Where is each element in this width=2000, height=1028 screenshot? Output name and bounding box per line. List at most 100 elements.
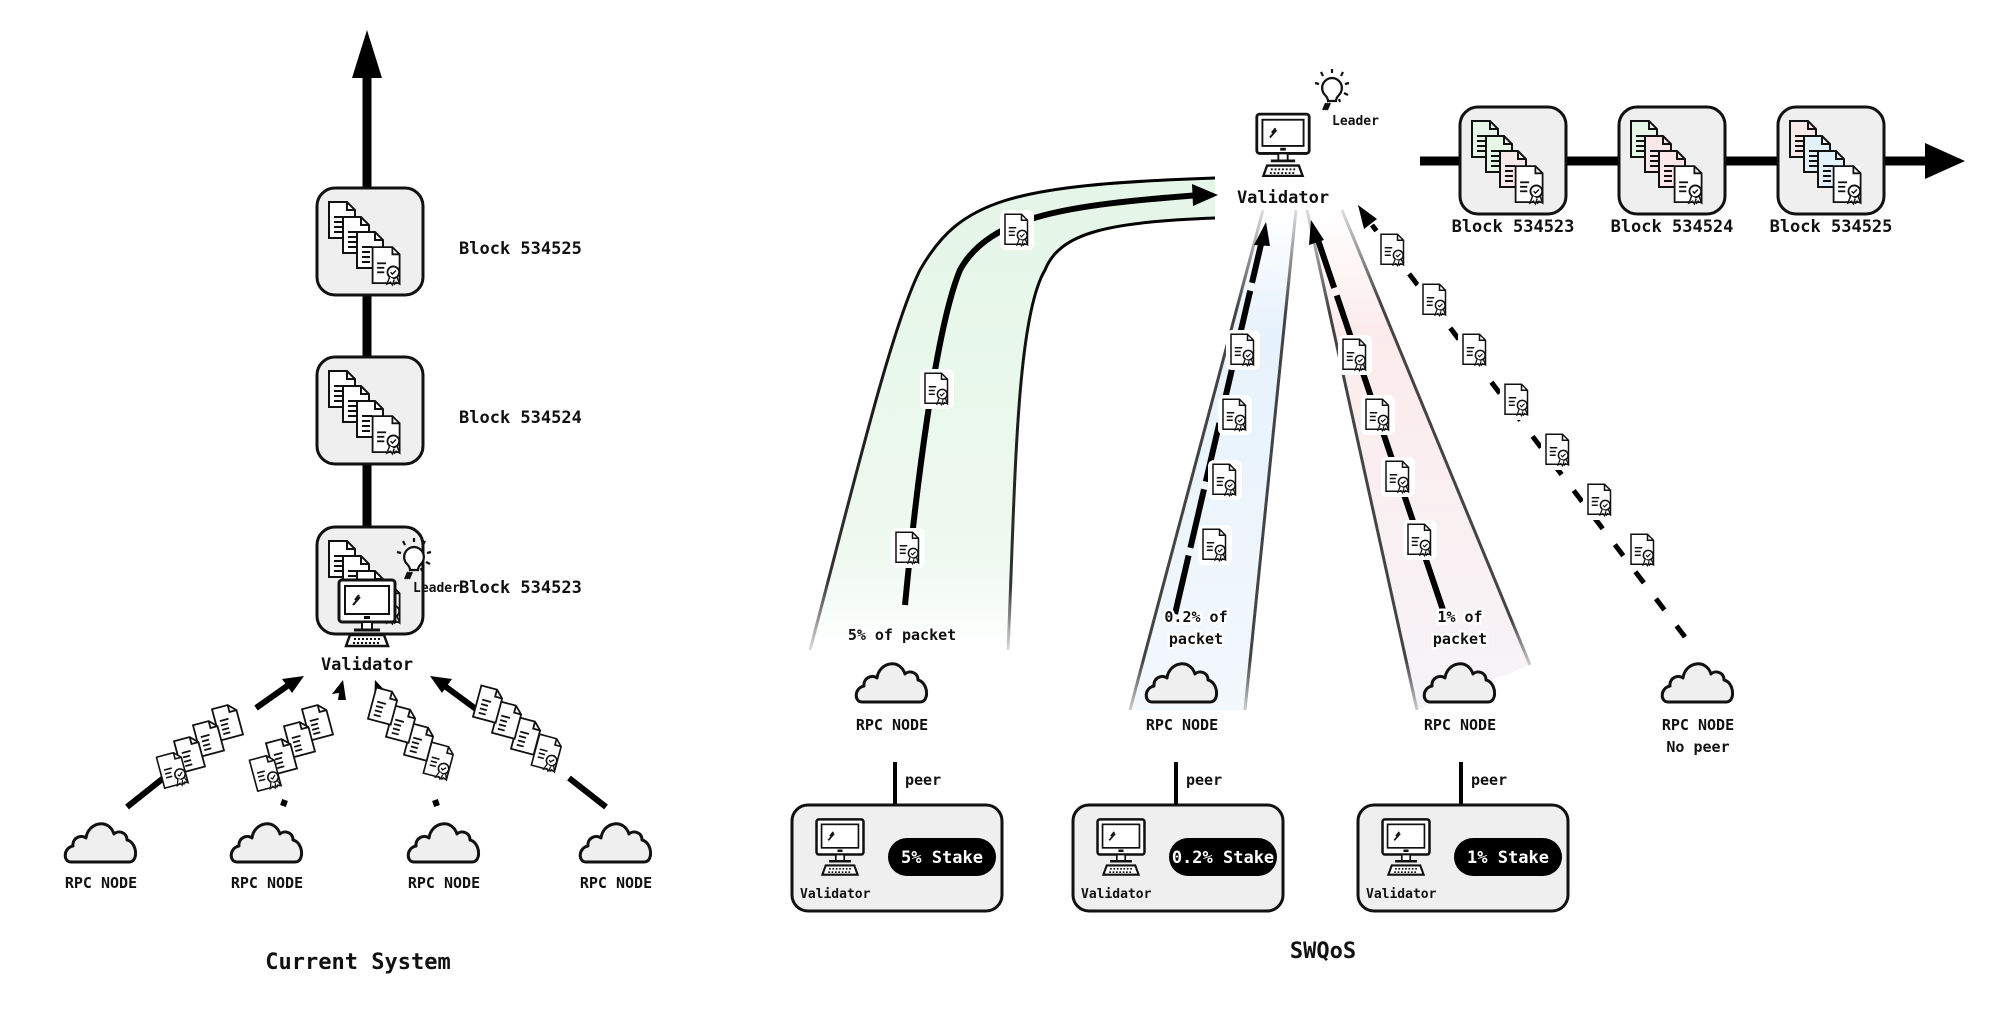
swqos-chain-arrow-head-icon (1925, 143, 1965, 179)
block-label: Block 534525 (1770, 217, 1893, 237)
flow-arrow-5pct-icon (1192, 184, 1218, 206)
arrow-3-tail (432, 799, 440, 807)
chain-block: Block 534523 (1452, 105, 1575, 237)
packet-0-2pct (1198, 525, 1232, 565)
rpc-node: RPC NODE (63, 822, 137, 892)
validator-label: Validator (321, 655, 413, 675)
packet-1pct (1338, 335, 1372, 375)
packet-share-label: 5% of packet (848, 626, 956, 644)
packet-share-label: 0.2% of (1164, 608, 1227, 626)
transaction-stack (155, 702, 244, 791)
certified-transaction-icon (1407, 523, 1432, 557)
current-system-title: Current System (265, 950, 450, 975)
chain-block: Block 534525 (1770, 105, 1893, 237)
packet-5pct (891, 528, 925, 568)
packet-0-2pct (1226, 330, 1260, 370)
flow-line-5pct (902, 192, 1201, 606)
stake-badge-label: 5% Stake (901, 848, 983, 868)
rpc-node: RPC NODE (578, 822, 653, 892)
certified-transaction-icon (1004, 213, 1029, 247)
packet-no-peer (1418, 280, 1452, 320)
peer-label: peer (905, 771, 941, 789)
leader-label: Leader (413, 581, 460, 596)
certified-transaction-icon (1514, 165, 1544, 205)
validator-computer-icon (337, 578, 397, 648)
block-label: Block 534523 (1452, 217, 1575, 237)
swqos-packets (891, 210, 1660, 570)
packet-0-2pct (1208, 460, 1242, 500)
rpc-node-label: RPC NODE (856, 716, 928, 734)
packet-share-label: packet (1433, 630, 1487, 648)
flow-band-0-2pct-edge-left (1128, 209, 1265, 711)
validator-label: Validator (1081, 887, 1152, 902)
rpc-to-validator-arrows (125, 676, 608, 810)
rpc-node-label: RPC NODE (408, 874, 480, 892)
rpc-nodes: RPC NODE RPC NODE RPC NODE RPC NODE (63, 822, 653, 892)
packet-share-label: 1% of (1437, 608, 1482, 626)
swqos-chain-blocks: Block 534523 Block 534524 Block 534525 (1452, 105, 1893, 237)
swqos-title: SWQoS (1290, 939, 1356, 964)
certified-transaction-icon (1630, 533, 1655, 567)
validator-label: Validator (800, 887, 871, 902)
arrow-2-tail (280, 799, 288, 807)
packet-5pct (1000, 210, 1034, 250)
arrow-4-head-icon (430, 676, 452, 693)
certified-transaction-icon (1832, 165, 1862, 205)
rpc-node-label: RPC NODE (65, 874, 137, 892)
block-label: Block 534524 (459, 408, 582, 428)
chain-block: Block 534524 (315, 355, 582, 466)
block-label: Block 534525 (459, 239, 582, 259)
certified-transaction-icon (1462, 333, 1487, 367)
arrow-1-head-icon (282, 676, 304, 693)
peer-label: peer (1471, 771, 1507, 789)
rpc-node-label: RPC NODE (1424, 716, 1496, 734)
certified-transaction-icon (371, 246, 401, 286)
block-label: Block 534523 (459, 578, 582, 598)
certified-transaction-icon (1545, 433, 1570, 467)
certified-transaction-icon (1230, 333, 1255, 367)
stake-badge-label: 0.2% Stake (1172, 848, 1274, 868)
rpc-node-label: RPC NODE (580, 874, 652, 892)
stake-badge-label: 1% Stake (1467, 848, 1549, 868)
certified-transaction-icon (895, 531, 920, 565)
rpc-node-label: RPC NODE (231, 874, 303, 892)
leader-lightbulb-icon (1313, 68, 1351, 112)
flow-band-5pct-edge-outer (808, 176, 1216, 651)
flow-band-0-2pct-edge-right (1243, 209, 1298, 711)
cloud-icon (229, 822, 304, 864)
arrow-1-tail (125, 773, 168, 810)
flow-band-1pct-edge-right (1340, 209, 1532, 666)
transaction-stack (248, 702, 334, 794)
rpc-node-label: RPC NODE (1662, 716, 1734, 734)
peer-label: peer (1186, 771, 1222, 789)
cloud-icon (578, 822, 653, 864)
leader-label: Leader (1332, 114, 1379, 129)
arrow-1-body (254, 681, 292, 711)
certified-transaction-icon (1365, 398, 1390, 432)
rpc-node-label: RPC NODE (1146, 716, 1218, 734)
certified-transaction-icon (1202, 528, 1227, 562)
packet-0-2pct (1218, 395, 1252, 435)
validator-label: Validator (1366, 887, 1437, 902)
certified-transaction-icon (1587, 483, 1612, 517)
certified-transaction-icon (1380, 233, 1405, 267)
flow-band-5pct-edge-inner (1006, 216, 1216, 651)
cloud-icon (406, 822, 481, 864)
certified-transaction-icon (371, 415, 401, 455)
packet-1pct (1361, 395, 1395, 435)
validator-label: Validator (1237, 188, 1329, 208)
packet-1pct (1403, 520, 1437, 560)
chain-block: Block 534525 (315, 186, 582, 297)
block-label: Block 534524 (1611, 217, 1734, 237)
rpc-node: RPC NODE (406, 822, 481, 892)
certified-transaction-icon (1504, 383, 1529, 417)
cloud-icon (854, 662, 929, 704)
